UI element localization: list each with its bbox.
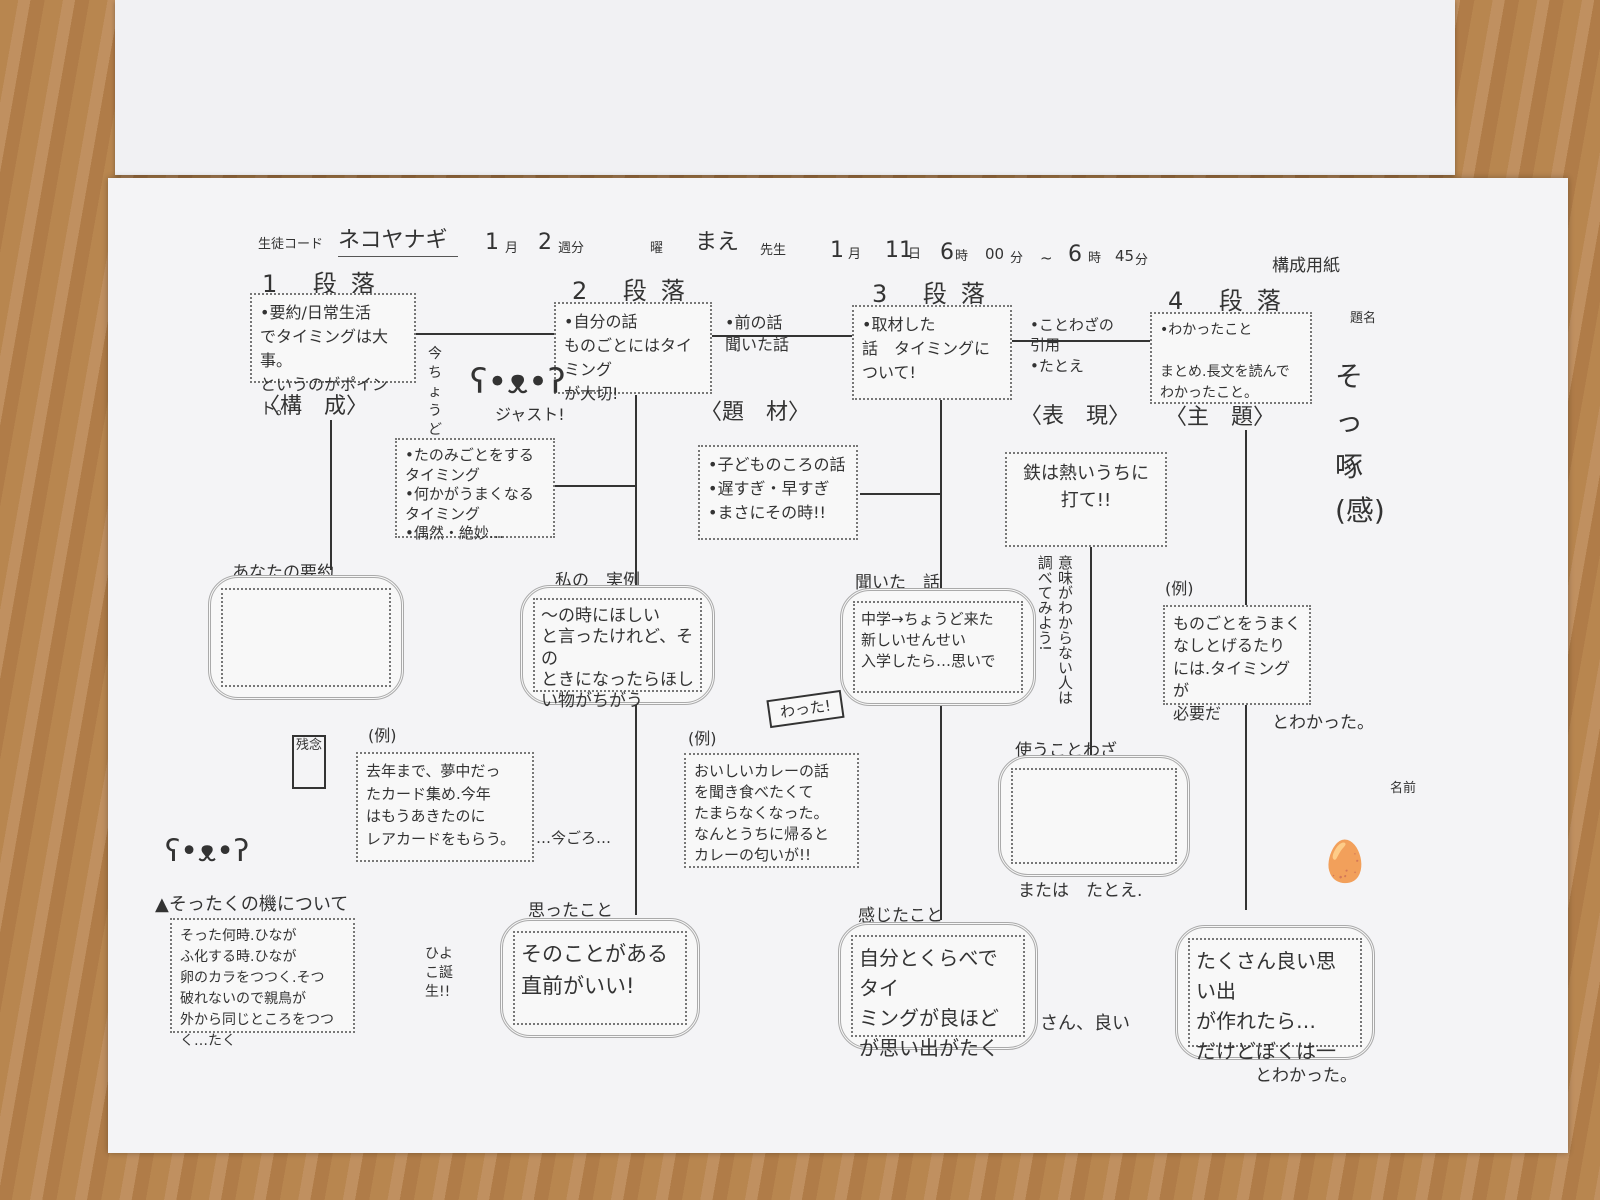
use-proverb-cloud (998, 755, 1190, 877)
heard-cloud: 中学→ちょうど来た 新しいせんせい 入学したら…思いで (840, 588, 1036, 706)
connector (1012, 340, 1150, 342)
paragraph-4-label: 〈主 題〉 (1165, 405, 1276, 430)
connector (416, 333, 554, 335)
use-proverb-input[interactable] (1011, 768, 1177, 864)
felt-text: 自分とくらべでタイ ミングが良ほど が思い出がたく (851, 935, 1025, 1060)
example-1-label: (例) (368, 726, 397, 745)
title: そっ啄(感) (1335, 360, 1385, 528)
paragraph-2-heading: 2 段落 (572, 277, 699, 305)
start-hour: 6 (940, 240, 954, 265)
student-code: ネコヤナギ (338, 226, 458, 257)
week-unit: 週分 (558, 241, 585, 256)
connector (555, 485, 635, 487)
end-hour-unit: 時 (1088, 251, 1102, 266)
date-month: 1 (830, 238, 844, 263)
week: 2 (538, 230, 552, 255)
felt-tail: さん、良い (1040, 1013, 1130, 1034)
paragraph-3-label: 〈表 現〉 (1020, 404, 1131, 429)
tilde: ~ (1040, 249, 1053, 267)
thought-label: 思ったこと (528, 901, 613, 921)
date-month-unit: 月 (848, 247, 862, 262)
example-1-tail: …今ごろ… (536, 829, 612, 847)
example-2-label: (例) (688, 729, 717, 748)
felt-label: 感じたこと (858, 906, 943, 926)
check-meaning-note: 意味がわからない人は 調べてみよう! (1035, 555, 1074, 705)
paragraph-3-side: •ことわざの 引用 •たとえ (1030, 316, 1114, 375)
summary-input[interactable] (221, 588, 391, 687)
month-unit: 月 (505, 241, 519, 256)
end-hour: 6 (1068, 242, 1082, 267)
end-minute: 45 (1115, 247, 1135, 265)
pen-name-label: 名前 (1390, 781, 1417, 796)
final-text: たくさん良い思い出 が作れたら… だけどぼくは一 (1188, 938, 1362, 1063)
end-minute-unit: 分 (1135, 253, 1149, 268)
hiyoko-note: ひよこ誕生!! (425, 946, 453, 1000)
example-1-box: 去年まで、夢中だっ たカード集め.今年 はもうあきたのに レアカードをもらう。 (356, 752, 534, 862)
paragraph-2-label: 〈題 材〉 (700, 400, 811, 425)
about-box: そった何時.ひなが ふ化する時.ひなが 卵のカラをつつく.そつ 破れないので親鳥… (170, 918, 355, 1049)
month: 1 (485, 230, 499, 255)
title-label: 題名 (1350, 311, 1377, 326)
example-2-box: おいしいカレーの話 を聞き食べたくて たまらなくなった。 なんとうちに帰ると カ… (684, 753, 859, 868)
summary-cloud (208, 575, 404, 700)
final-cloud: たくさん良い思い出 が作れたら… だけどぼくは一 (1175, 925, 1375, 1063)
zannen-sign: 残念 (292, 735, 326, 789)
connector (330, 420, 332, 570)
date-day: 11 (885, 238, 913, 263)
thought-cloud: そのことがある 直前がいい! (500, 918, 700, 1038)
topic-list-box: •子どものころの話 •遅すぎ・早すぎ •まさにその時!! (698, 445, 858, 540)
teacher-unit: 先生 (760, 243, 787, 258)
heard-text: 中学→ちょうど来た 新しいせんせい 入学したら…思いで (853, 601, 1023, 693)
connector (860, 493, 940, 495)
timing-list-box: •たのみごとをする タイミング •何かがうまくなる タイミング •偶然・絶妙… (395, 438, 555, 542)
paragraph-3-box: •取材した 話 タイミングに ついて! (852, 305, 1012, 400)
bear-doodle-icon: ʕ•ᴥ•ʔ (470, 362, 566, 402)
about-heading: ▲そったくの機について (155, 894, 349, 915)
weekday-unit: 曜 (650, 241, 664, 256)
teacher: まえ (695, 230, 740, 255)
chick-egg-doodle-icon: 🥚 (1320, 839, 1370, 885)
or-metaphor-label: または たとえ. (1018, 881, 1143, 901)
just-text: ジャスト! (495, 405, 565, 424)
connector (1090, 545, 1092, 765)
paragraph-4-heading: 4 段落 (1168, 287, 1295, 315)
felt-cloud: 自分とくらべでタイ ミングが良ほど が思い出がたく (838, 922, 1038, 1060)
paragraph-1-box: •要約/日常生活 でタイミングは大事。 というのがポイント。 (250, 293, 416, 418)
paragraph-2-box: •自分の話 ものごとにはタイミング が大切! (554, 302, 712, 403)
student-code-label: 生徒コード (258, 237, 324, 252)
proverb-box: 鉄は熱いうちに 打て!! (1005, 452, 1167, 547)
thought-text: そのことがある 直前がいい! (513, 931, 687, 1025)
example-4-label: (例) (1165, 579, 1194, 598)
start-minute: 00 (985, 245, 1005, 263)
top-paper-sheet (115, 0, 1455, 175)
example-4-tail: とわかった。 (1272, 713, 1374, 733)
start-hour-unit: 時 (955, 249, 969, 264)
start-minute-unit: 分 (1010, 251, 1024, 266)
paragraph-1-label: 〈構 成〉 (258, 394, 369, 419)
my-example-cloud: 〜の時にほしい と言ったけれど、その ときになったらほし い物がちがう (520, 585, 715, 711)
my-example-text: 〜の時にほしい と言ったけれど、その ときになったらほし い物がちがう (533, 598, 702, 711)
form-title: 構成用紙 (1272, 256, 1340, 276)
final-tail: とわかった。 (1255, 1066, 1357, 1086)
example-4-box: ものごとをうまく なしとげるたり には.タイミングが 必要だ (1163, 605, 1311, 723)
bear-doodle-icon: ʕ•ᴥ•ʔ (165, 834, 250, 869)
connector (712, 335, 852, 337)
paragraph-3-heading: 3 段落 (872, 280, 999, 308)
paragraph-2-side: •前の話 聞いた話 (725, 313, 790, 354)
day-unit: 日 (908, 247, 922, 262)
paragraph-4-box: •わかったこと まとめ.長文を読んで わかったこと。 (1150, 312, 1312, 404)
